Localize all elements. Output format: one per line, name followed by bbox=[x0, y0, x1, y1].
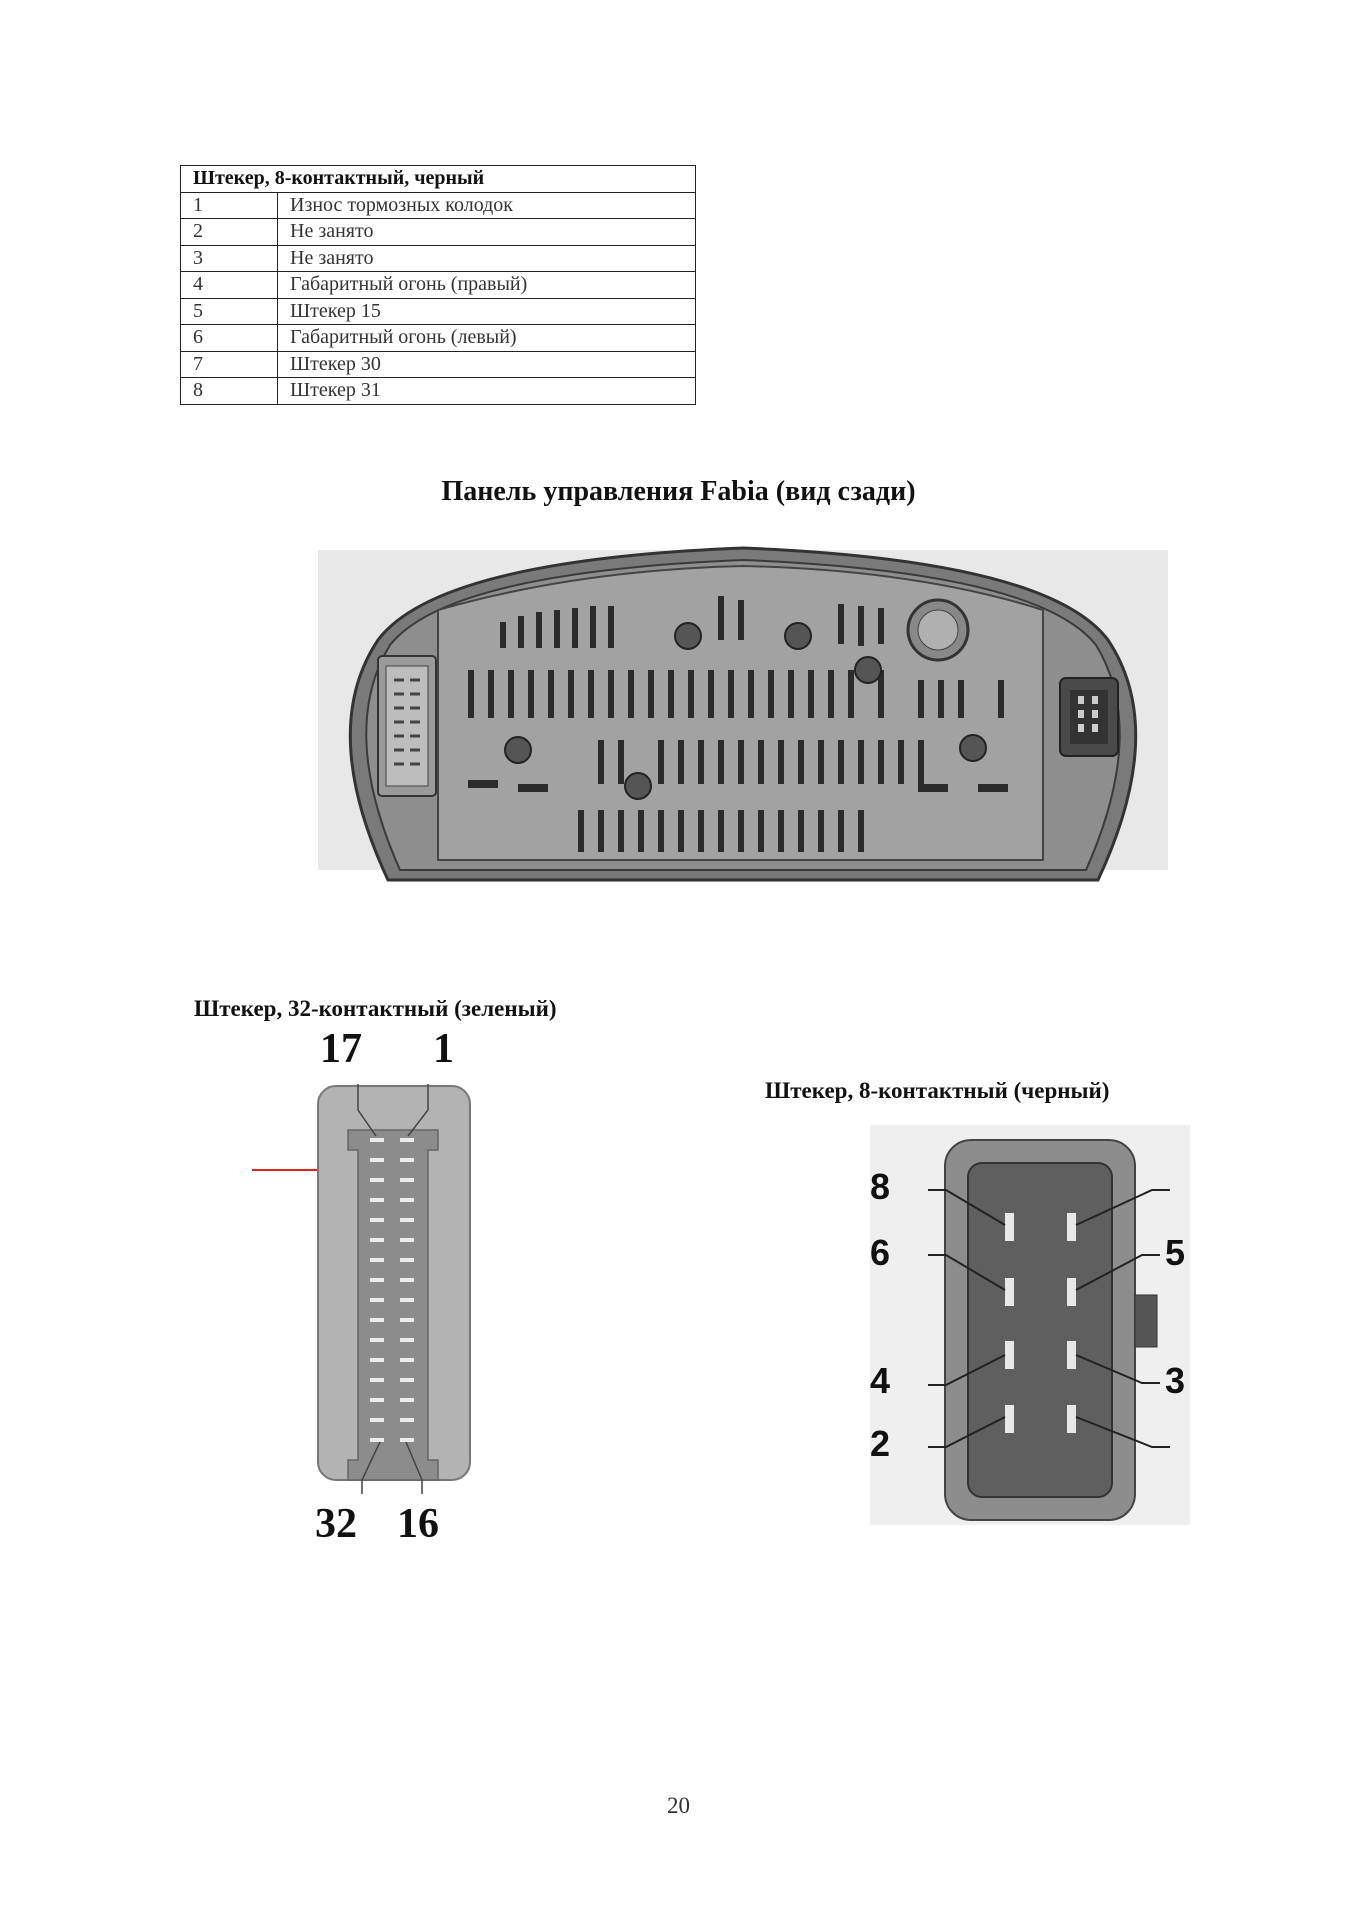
pin-description: Штекер 30 bbox=[277, 350, 696, 378]
connector8-label-6: 6 bbox=[870, 1232, 891, 1273]
connector8-label-3: 3 bbox=[1165, 1360, 1186, 1401]
pin-description: Не занято bbox=[277, 218, 696, 246]
connector32-label-16: 16 bbox=[397, 1501, 439, 1547]
connector32-label-17: 17 bbox=[320, 1026, 362, 1072]
pin-number: 6 bbox=[180, 324, 278, 352]
pin-number: 5 bbox=[180, 297, 278, 325]
pin-description: Штекер 31 bbox=[277, 377, 696, 405]
connector8-label-4: 4 bbox=[870, 1360, 891, 1401]
connector32-label-32: 32 bbox=[315, 1501, 357, 1547]
connector8-title: Штекер, 8-контактный (черный) bbox=[765, 1078, 1110, 1103]
panel-title: Панель управления Fabia (вид сзади) bbox=[441, 476, 916, 507]
pin-description: Не занято bbox=[277, 244, 696, 272]
pin-number: 7 bbox=[180, 350, 278, 378]
pin-description: Износ тормозных колодок bbox=[277, 191, 696, 219]
pin-number: 3 bbox=[180, 244, 278, 272]
connector8-label-2: 2 bbox=[870, 1423, 891, 1464]
pin-description: Штекер 15 bbox=[277, 297, 696, 325]
connector8-diagram bbox=[870, 1125, 1190, 1525]
connector32-label-1: 1 bbox=[433, 1026, 454, 1072]
pin-description: Габаритный огонь (левый) bbox=[277, 324, 696, 352]
connector32-diagram bbox=[252, 1084, 471, 1494]
pin-number: 8 bbox=[180, 377, 278, 405]
pin-number: 1 bbox=[180, 191, 278, 219]
connector8-label-8: 8 bbox=[870, 1166, 891, 1207]
pin-number: 2 bbox=[180, 218, 278, 246]
page-number: 20 bbox=[667, 1793, 690, 1818]
pin-number: 4 bbox=[180, 271, 278, 299]
pin-table-header: Штекер, 8-контактный, черный bbox=[180, 165, 696, 193]
connector32-title: Штекер, 32-контактный (зеленый) bbox=[194, 996, 557, 1021]
instrument-panel-illustration bbox=[318, 546, 1168, 882]
connector8-label-5: 5 bbox=[1165, 1232, 1186, 1273]
pin-description: Габаритный огонь (правый) bbox=[277, 271, 696, 299]
